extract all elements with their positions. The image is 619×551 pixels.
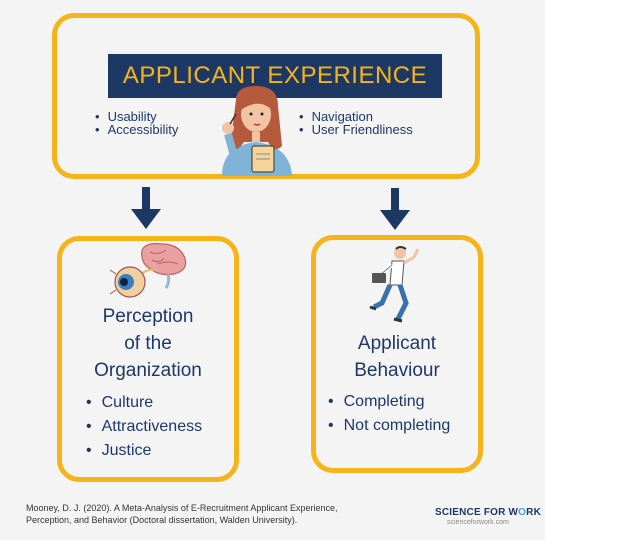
title-banner: APPLICANT EXPERIENCE [108,54,442,98]
title-text: APPLICANT EXPERIENCE [122,62,428,89]
heading-line: Behaviour [354,360,440,381]
bullet-item: Navigation [299,110,413,123]
citation: Mooney, D. J. (2020). A Meta-Analysis of… [26,502,406,526]
woman-thinking-illustration [222,86,292,176]
arrow-down-icon [131,187,161,229]
behaviour-list: Completing Not completing [328,390,451,438]
heading-line: Organization [94,360,202,381]
list-item: Justice [86,439,202,463]
diagram-canvas: APPLICANT EXPERIENCE Usability Accessibi… [0,0,545,540]
experience-bullets-right: Navigation User Friendliness [299,110,413,136]
bullet-item: Usability [95,110,178,123]
perception-list: Culture Attractiveness Justice [86,391,202,463]
bullet-item: Accessibility [95,123,179,136]
list-item: Attractiveness [86,415,202,439]
heading-line: Applicant [357,333,437,354]
perception-heading: Perception of the Organization [62,303,234,384]
list-item: Not completing [328,414,451,438]
science-for-work-logo: SCIENCE FOR WORK scienceforwork.com [435,507,545,526]
logo-part: RK [526,507,541,518]
list-item: Completing [328,390,450,414]
arrow-down-icon [380,188,410,230]
citation-line: Mooney, D. J. (2020). A Meta-Analysis of… [26,503,338,513]
logo-part: SCIENCE [435,507,481,518]
eye-brain-illustration [109,243,187,298]
logo-o-gear-icon: O [518,507,527,518]
citation-line: Perception, and Behavior (Doctoral disse… [26,515,298,525]
list-item: Culture [86,391,202,415]
logo-url: scienceforwork.com [447,519,509,526]
behaviour-heading: Applicant Behaviour [316,330,478,384]
experience-bullets-left: Usability Accessibility [95,110,179,136]
running-man-illustration [369,246,420,323]
heading-line: Perception [102,306,194,327]
logo-wordmark: SCIENCE FOR WORK [435,507,545,518]
logo-part: FOR W [480,507,519,518]
bullet-item: User Friendliness [299,123,413,136]
heading-line: of the [124,333,172,354]
